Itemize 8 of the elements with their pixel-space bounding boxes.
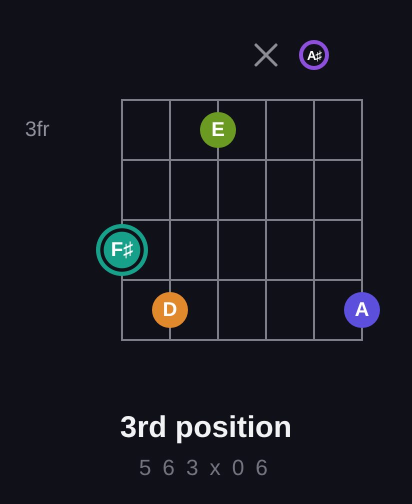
open-string-marker: A♯ [299,40,329,70]
note-dot: D [152,292,188,328]
note-dot: A [344,292,380,328]
note-dot: E [200,112,236,148]
chord-title: 3rd position [119,411,293,445]
fret-number: 3fr [25,118,50,142]
fingering-caption: 5 6 3 x 0 6 [139,455,270,481]
root-note-dot: F♯ [96,224,148,276]
